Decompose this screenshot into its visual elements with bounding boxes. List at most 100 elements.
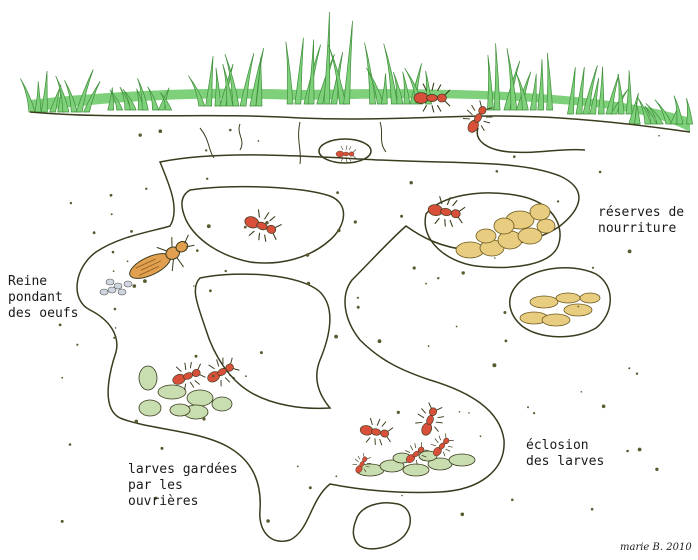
soil-speck xyxy=(266,519,270,523)
soil-speck xyxy=(127,260,129,262)
soil-speck xyxy=(437,277,439,279)
soil-speck xyxy=(61,377,63,379)
grass-blade xyxy=(530,74,536,110)
larva xyxy=(139,366,157,390)
soil-speck xyxy=(505,340,508,343)
bottom-chamber xyxy=(353,503,410,549)
worker-ant xyxy=(336,146,356,163)
soil-speck xyxy=(114,308,117,311)
soil-speck xyxy=(581,391,583,393)
entrance-tunnel xyxy=(477,128,585,152)
soil-speck xyxy=(658,135,660,137)
grass-blade xyxy=(618,74,624,114)
soil-speck xyxy=(113,337,115,339)
soil-speck xyxy=(206,178,208,180)
soil-speck xyxy=(401,495,403,497)
grass-blade xyxy=(626,70,632,114)
soil-speck xyxy=(592,267,594,269)
soil-speck xyxy=(425,283,427,285)
soil-speck xyxy=(410,181,413,184)
soil-speck xyxy=(378,339,382,343)
soil-speck xyxy=(93,231,96,234)
food-item xyxy=(476,229,496,243)
soil-speck xyxy=(309,486,312,489)
eggs xyxy=(100,279,132,295)
soil-speck xyxy=(337,229,340,232)
food-item xyxy=(537,219,555,233)
soil-speck xyxy=(112,251,115,254)
worker-ant xyxy=(412,400,448,439)
grass-blade xyxy=(598,67,604,114)
soil-speck xyxy=(513,155,516,158)
food-item xyxy=(494,218,514,234)
soil-speck xyxy=(229,129,232,132)
soil-speck xyxy=(205,149,207,151)
grass-blade xyxy=(487,55,493,110)
soil-speck xyxy=(557,200,559,202)
grass-blade xyxy=(215,68,221,106)
soil-speck xyxy=(626,450,629,453)
soil-speck xyxy=(628,367,630,369)
queen-ant xyxy=(123,230,201,289)
soil-speck xyxy=(69,443,72,446)
grass-blade xyxy=(324,12,330,104)
soil-speck xyxy=(577,306,579,308)
soil-speck xyxy=(459,411,461,413)
soil-speck xyxy=(159,129,163,133)
soil-speck xyxy=(494,257,496,259)
soil-speck xyxy=(602,405,606,409)
grass-blade xyxy=(35,81,41,112)
soil-speck xyxy=(599,171,602,174)
soil-speck xyxy=(110,194,113,197)
soil-speck xyxy=(496,170,499,173)
soil-speck xyxy=(357,306,360,309)
soil-speck xyxy=(61,520,64,523)
roots xyxy=(200,122,386,164)
soil-speck xyxy=(59,324,62,327)
worker-ant xyxy=(414,83,450,113)
worker-ant xyxy=(358,416,394,448)
grass-blade xyxy=(494,43,500,110)
soil-speck xyxy=(196,249,199,252)
soil-speck xyxy=(307,282,310,285)
soil-speck xyxy=(628,250,632,254)
soil-speck xyxy=(145,188,147,190)
soil-speck xyxy=(480,435,482,437)
soil-speck xyxy=(135,420,139,424)
label-guarded-larvae: larves gardées par les ouvrières xyxy=(128,462,238,510)
soil-speck xyxy=(636,373,638,375)
food-item xyxy=(456,242,484,258)
soil-speck xyxy=(70,202,72,204)
soil-speck xyxy=(245,375,247,377)
soil-speck xyxy=(527,406,529,408)
soil-speck xyxy=(133,284,137,288)
soil-speck xyxy=(336,191,339,194)
soil-speck xyxy=(456,326,458,328)
soil-speck xyxy=(195,355,198,358)
soil-speck xyxy=(265,221,268,224)
larva xyxy=(449,454,475,466)
food-item xyxy=(556,293,580,303)
larva xyxy=(187,390,213,406)
soil-speck xyxy=(492,363,496,367)
food-item xyxy=(580,293,600,303)
grass-blade xyxy=(686,98,692,124)
soil-speck xyxy=(503,311,506,314)
grass-blade xyxy=(538,59,544,110)
soil-speck xyxy=(212,375,215,378)
label-hatching: éclosion des larves xyxy=(526,438,604,470)
soil-speck xyxy=(115,327,117,329)
food-item xyxy=(530,204,550,220)
soil-speck xyxy=(655,468,658,471)
soil-speck xyxy=(139,133,142,136)
grass-blade xyxy=(381,73,387,104)
grass-blade xyxy=(20,79,35,112)
artist-signature: marie B. 2010 xyxy=(620,542,692,553)
grass-blade xyxy=(41,71,47,112)
soil-speck xyxy=(354,220,357,223)
soil-speck xyxy=(638,448,642,452)
larva xyxy=(139,400,161,416)
soil-speck xyxy=(335,475,337,477)
inner-island-middle xyxy=(195,274,330,408)
